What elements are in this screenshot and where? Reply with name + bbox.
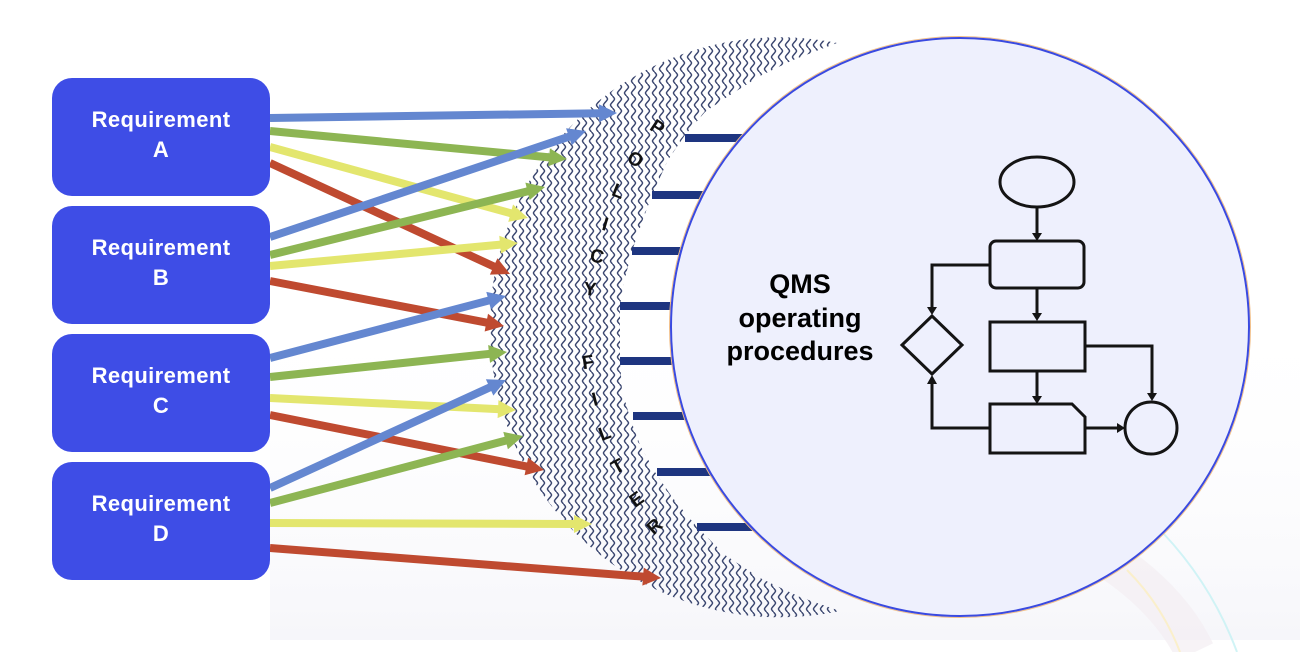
arrow-d-green [268, 431, 523, 507]
arrow-shaft [268, 296, 492, 362]
arrow-shaft [269, 186, 531, 259]
arrow-shaft [269, 544, 646, 581]
arrowhead [486, 291, 506, 310]
qms-label-line: operating [738, 303, 861, 333]
arrow-b-green [269, 182, 545, 259]
requirement-box-d: Requirement D [52, 462, 270, 580]
arrow-shaft [268, 383, 494, 492]
requirement-id: A [152, 137, 170, 162]
arrow-shaft [269, 240, 503, 270]
arrowhead [503, 431, 523, 450]
flowchart-end-connector [1123, 400, 1179, 456]
decorative-arc-yellow [1126, 569, 1181, 652]
flowchart-connector [1085, 344, 1154, 394]
requirement-label: Requirement [91, 235, 231, 260]
arrowhead [573, 514, 592, 533]
flowchart-arrowhead [1032, 396, 1042, 404]
arrow-shaft [269, 394, 501, 414]
arrow-a-blue [269, 104, 617, 123]
arrow-shaft [269, 411, 530, 471]
flowchart-connector [930, 383, 990, 430]
arrow-c-blue [268, 291, 506, 362]
arrowhead [489, 258, 510, 275]
arrowhead [497, 400, 516, 419]
arrow-b-yellow [269, 235, 518, 270]
requirement-id: D [152, 521, 170, 546]
requirement-box-a: Requirement A [52, 78, 270, 196]
requirement-label: Requirement [91, 107, 231, 132]
requirement-box-c: Requirement C [52, 334, 270, 452]
arrow-shaft [268, 436, 509, 507]
filter-letter: Y [583, 279, 598, 301]
arrow-c-red [269, 411, 544, 476]
arrow-shaft [268, 132, 573, 241]
flowchart-decision [899, 313, 965, 377]
flowchart-arrowhead [927, 307, 937, 315]
filter-letter: C [588, 245, 605, 268]
decorative-arc-cyan [1162, 532, 1238, 652]
filter-letter: F [581, 352, 595, 374]
arrow-shaft [269, 127, 552, 162]
policy-filter-band [489, 37, 840, 618]
qms-circle [670, 37, 1250, 617]
flowchart-arrowhead [1032, 313, 1042, 321]
flowchart-connector [930, 263, 990, 308]
decorative-arc [1098, 543, 1214, 652]
arrowhead [598, 104, 617, 123]
arrowhead [566, 128, 586, 146]
requirement-box-b: Requirement B [52, 206, 270, 324]
arrow-d-red [269, 544, 661, 586]
arrow-b-blue [268, 128, 586, 241]
arrow-shaft [269, 349, 492, 381]
requirement-arrows [268, 104, 661, 586]
arrowhead [548, 148, 567, 167]
flowchart-arrowhead [927, 375, 937, 384]
flowchart-icon [899, 155, 1179, 456]
qms-circle-halo [669, 36, 1251, 618]
filter-letter: I [600, 214, 611, 236]
qms-label-line: QMS [769, 269, 831, 299]
arrow-shaft [269, 519, 577, 528]
filter-letter: I [590, 389, 600, 411]
arrowhead [499, 235, 518, 254]
arrowhead [508, 204, 528, 222]
requirement-id: C [152, 393, 170, 418]
requirement-id: B [152, 265, 170, 290]
arrow-d-yellow [269, 514, 592, 533]
arrow-c-yellow [269, 394, 516, 419]
flowchart-document [988, 402, 1087, 455]
arrowhead [484, 313, 504, 332]
arrow-shaft [269, 277, 490, 327]
qms-label-line: procedures [726, 336, 873, 366]
arrowhead [488, 344, 507, 363]
arrow-c-green [269, 344, 507, 381]
flowchart-arrowhead [1032, 233, 1042, 241]
flowchart-arrowhead [1147, 393, 1157, 401]
arrow-d-blue [268, 379, 506, 492]
qms-label: QMS operating procedures [726, 269, 873, 366]
arrowhead [642, 567, 661, 586]
arrowhead [524, 457, 544, 476]
requirement-label: Requirement [91, 491, 231, 516]
arrow-a-green [269, 127, 567, 167]
arrowhead [525, 182, 545, 201]
arrow-shaft [269, 109, 602, 122]
requirement-label: Requirement [91, 363, 231, 388]
arrow-b-red [269, 277, 504, 332]
flowchart-arrowhead [1117, 423, 1125, 433]
arrowhead [485, 379, 506, 396]
